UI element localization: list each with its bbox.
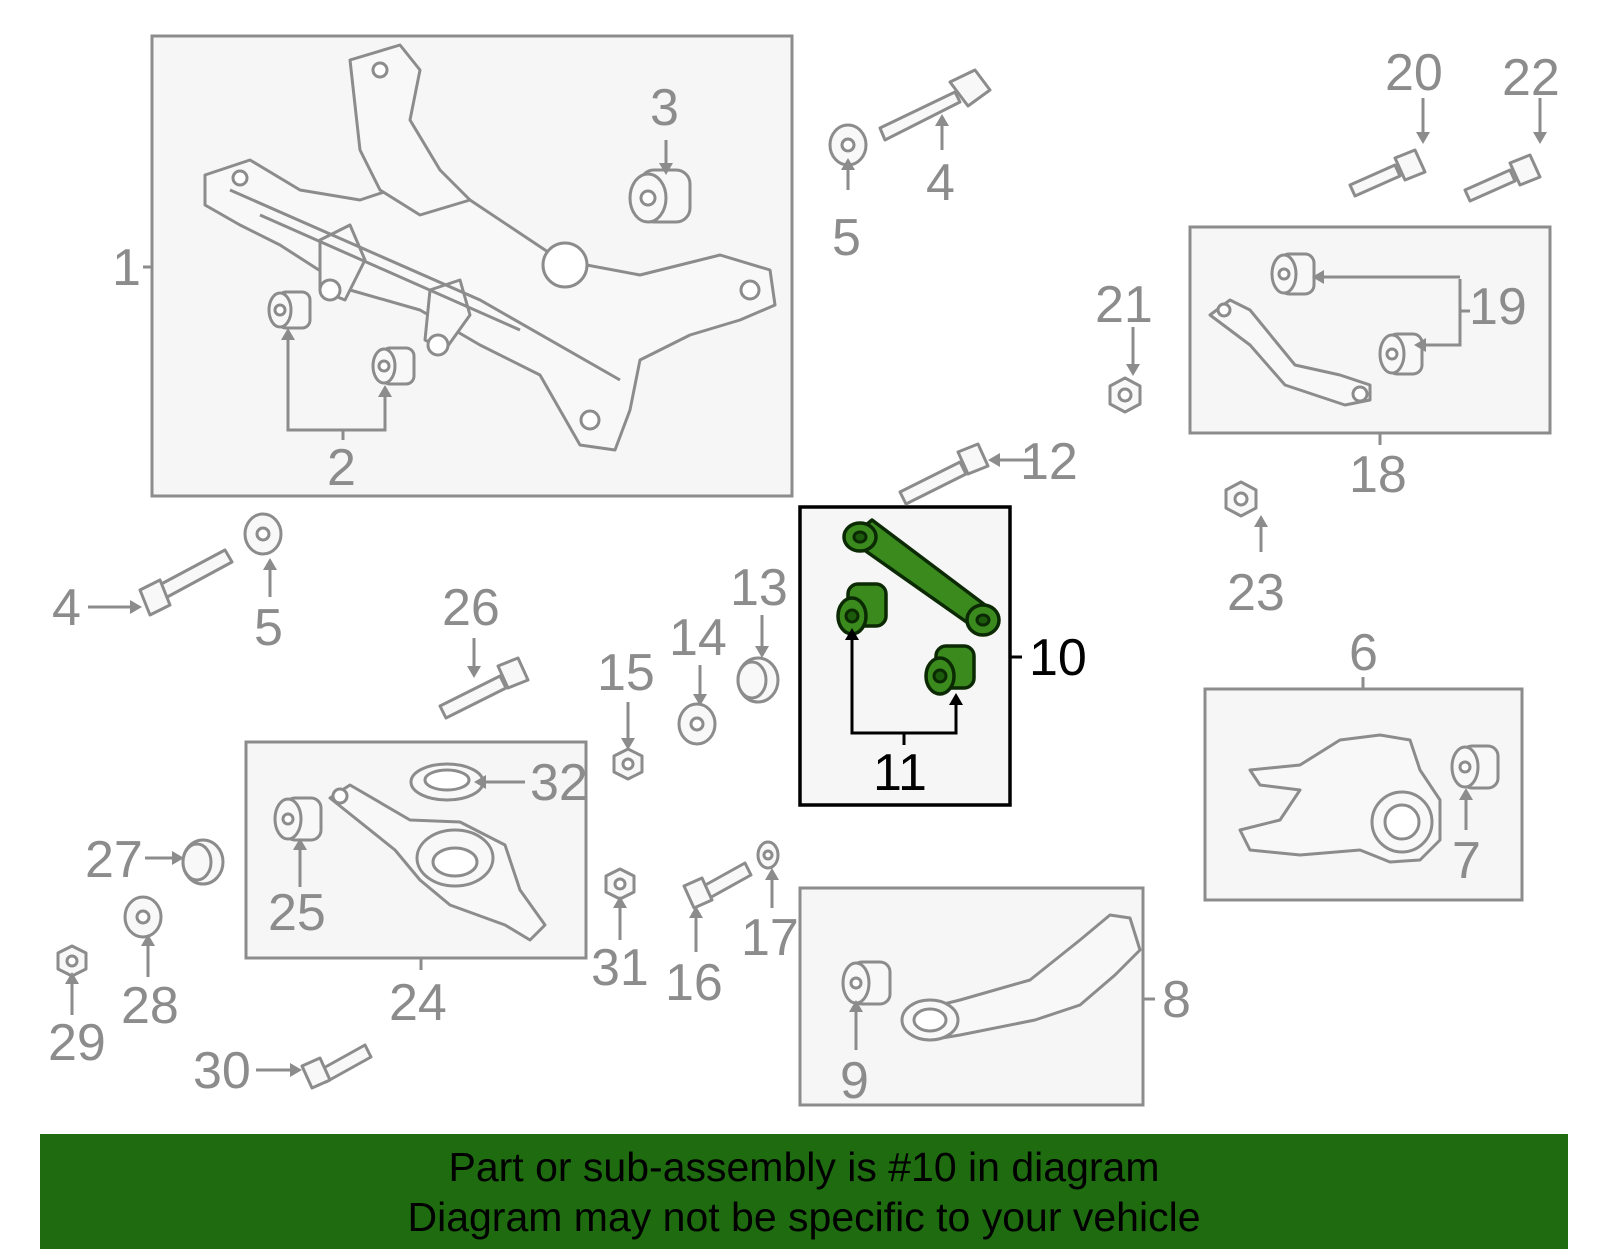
callout-25: 25 [268, 884, 326, 942]
leader-lines [65, 98, 1547, 1077]
bolt-30-drawing [300, 1043, 373, 1090]
bushing-2a-drawing [267, 290, 312, 330]
callout-17: 17 [741, 909, 799, 967]
bushing-9-drawing [841, 960, 892, 1006]
callout-6: 6 [1349, 624, 1378, 682]
lateral-arm-10-drawing [842, 518, 1001, 637]
callout-32: 32 [530, 754, 588, 812]
nut-23-drawing [1224, 480, 1258, 518]
bolt-16-drawing [682, 861, 753, 910]
callout-13: 13 [730, 559, 788, 617]
crossmember-drawing [203, 43, 777, 452]
bolt-22-drawing [1463, 153, 1542, 203]
trailing-arm-8-drawing [900, 913, 1142, 1042]
bushing-11a-drawing [836, 582, 888, 636]
washer-14-drawing [677, 702, 717, 746]
callout-26: 26 [442, 579, 500, 637]
banner-line-2: Diagram may not be specific to your vehi… [407, 1194, 1201, 1240]
callout-18: 18 [1349, 446, 1407, 504]
upper-arm-18-drawing [1208, 298, 1372, 407]
spring-seat-32-drawing [409, 762, 485, 802]
callout-28: 28 [121, 977, 179, 1035]
washer-13-drawing [736, 656, 780, 704]
nut-15-drawing [612, 747, 644, 781]
callout-30: 30 [193, 1042, 251, 1100]
bushing-11b-drawing [924, 644, 976, 696]
washer-27-drawing [181, 838, 225, 886]
callout-labels: 1 2 3 4 5 4 5 6 7 8 9 10 11 12 13 14 15 … [48, 44, 1560, 1110]
washer-28-drawing [123, 895, 163, 939]
callout-19: 19 [1469, 278, 1527, 336]
callout-24: 24 [389, 974, 447, 1032]
callout-14: 14 [669, 609, 727, 667]
callout-2: 2 [327, 439, 356, 497]
callout-16: 16 [665, 954, 723, 1012]
banner-line-1: Part or sub-assembly is #10 in diagram [448, 1144, 1160, 1190]
mount-bushing-3-drawing [628, 168, 692, 224]
callout-7: 7 [1452, 832, 1481, 890]
bushing-19a-drawing [1270, 252, 1316, 296]
callout-5b: 5 [254, 599, 283, 657]
bushing-25-drawing [273, 796, 323, 842]
callout-31: 31 [591, 939, 649, 997]
washer-5b-drawing [243, 512, 283, 556]
callout-15: 15 [597, 644, 655, 702]
callout-4a: 4 [926, 154, 955, 212]
bolt-12-drawing [898, 442, 990, 506]
knuckle-6-drawing [1238, 733, 1442, 864]
washer-17-drawing [756, 840, 780, 870]
callout-29: 29 [48, 1014, 106, 1072]
lower-arm-24-drawing [328, 783, 547, 942]
bushing-19b-drawing [1378, 332, 1424, 376]
callout-3: 3 [650, 79, 679, 137]
callout-23: 23 [1227, 564, 1285, 622]
bushing-2b-drawing [371, 346, 416, 386]
callout-11: 11 [873, 744, 927, 802]
callout-9: 9 [840, 1052, 869, 1110]
nut-21-drawing [1108, 376, 1142, 414]
nut-31-drawing [604, 867, 636, 901]
callout-20: 20 [1385, 44, 1443, 102]
callout-21: 21 [1095, 276, 1153, 334]
bushing-7-drawing [1450, 744, 1500, 790]
callout-8: 8 [1162, 971, 1191, 1029]
nut-29-drawing [56, 944, 88, 978]
bolt-20-drawing [1348, 148, 1427, 198]
callout-27: 27 [85, 831, 143, 889]
callout-12: 12 [1020, 433, 1078, 491]
callout-10: 10 [1029, 629, 1087, 687]
callout-4b: 4 [52, 579, 81, 637]
callout-1: 1 [112, 239, 141, 297]
callout-22: 22 [1502, 49, 1560, 107]
info-banner: Part or sub-assembly is #10 in diagram D… [40, 1134, 1568, 1249]
callout-5a: 5 [832, 209, 861, 267]
bolt-4a-drawing [878, 68, 992, 142]
bolt-26-drawing [438, 656, 530, 720]
bolt-4b-drawing [138, 548, 234, 617]
